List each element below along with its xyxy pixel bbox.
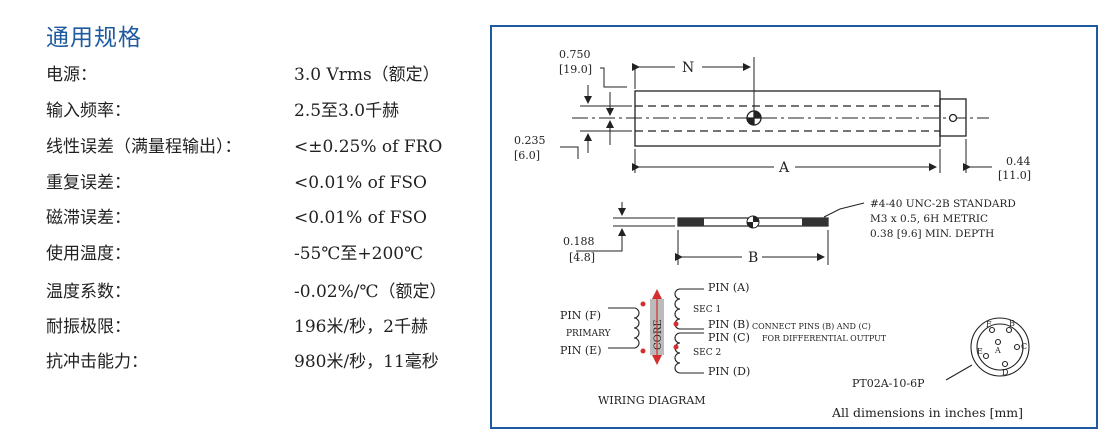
spec-label: 温度系数： (46, 282, 131, 302)
page-title: 通用规格 (46, 25, 142, 51)
pin-e: PIN (E) (560, 344, 601, 357)
footer-note: All dimensions in inches [mm] (831, 405, 1023, 420)
spec-value: -55℃至+200℃ (294, 244, 424, 264)
thread-spec-3: 0.38 [9.6] MIN. DEPTH (870, 228, 994, 240)
sec2-label: SEC 2 (693, 348, 721, 358)
spec-value: <0.01% of FSO (294, 208, 427, 228)
spec-value: <±0.25% of FRO (294, 137, 443, 157)
spec-label: 磁滞误差： (46, 208, 131, 228)
spec-label: 重复误差： (46, 173, 131, 193)
connect-note-2: FOR DIFFERENTIAL OUTPUT (762, 334, 887, 343)
spec-label: 电源： (46, 65, 97, 85)
core-rod (677, 215, 829, 229)
dimension-drawing-panel: 0.750 [19.0] N 0.235 [6.0] A 0.44 [11.0] (490, 25, 1098, 429)
spec-value: 196米/秒，2千赫 (294, 317, 428, 337)
wiring-diagram-label: WIRING DIAGRAM (598, 394, 706, 407)
pin-f: PIN (F) (560, 309, 601, 322)
connect-note-1: CONNECT PINS (B) AND (C) (752, 322, 871, 331)
spec-label: 输入频率： (46, 101, 131, 121)
spec-value: -0.02%/℃（额定） (294, 282, 447, 302)
pin-b: PIN (B) (708, 318, 750, 331)
dim-044-mm: [11.0] (998, 169, 1031, 182)
pin-c: PIN (C) (708, 331, 750, 344)
thread-spec-2: M3 x 0.5, 6H METRIC (870, 213, 988, 225)
dim-0188-mm: [4.8] (569, 251, 595, 264)
connector-pin-c: C (1021, 342, 1027, 351)
dim-0750: 0.750 (559, 48, 591, 61)
transducer-body (572, 90, 989, 147)
dim-0235-mm: [6.0] (514, 149, 540, 162)
spec-value: 2.5至3.0千赫 (294, 101, 400, 121)
connector-pin-a: A (994, 346, 1001, 355)
pin-d: PIN (D) (708, 365, 750, 378)
sec1-label: SEC 1 (693, 305, 721, 315)
primary-label: PRIMARY (566, 329, 612, 339)
core-label: CORE (653, 319, 664, 350)
dim-044: 0.44 (1006, 155, 1031, 168)
dim-a: A (778, 160, 790, 176)
pin-a: PIN (A) (708, 281, 749, 294)
spec-label: 线性误差（满量程输出）： (46, 137, 242, 157)
dim-0235: 0.235 (514, 134, 546, 147)
connector-face (945, 317, 1030, 381)
dim-n: N (682, 60, 694, 76)
spec-value: 3.0 Vrms（额定） (294, 65, 440, 85)
spec-value: <0.01% of FSO (294, 173, 427, 193)
dimension-drawing: 0.750 [19.0] N 0.235 [6.0] A 0.44 [11.0] (514, 48, 1031, 420)
wiring-diagram (608, 288, 704, 374)
connector-pin-d: D (1002, 368, 1008, 377)
connector-pin-f: F (986, 320, 992, 329)
spec-label: 耐振极限： (46, 317, 131, 337)
connector-pin-b: B (1009, 319, 1015, 328)
connector-label: PT02A-10-6P (852, 377, 925, 390)
dim-0750-mm: [19.0] (559, 63, 592, 76)
dim-b: B (748, 250, 758, 266)
dim-0188: 0.188 (563, 235, 595, 248)
spec-value: 980米/秒，11毫秒 (294, 352, 439, 372)
polarity-markers (640, 289, 679, 365)
connector-pin-e: E (977, 347, 983, 356)
spec-label: 使用温度： (46, 244, 131, 264)
thread-spec-1: #4-40 UNC-2B STANDARD (870, 198, 1016, 210)
spec-label: 抗冲击能力： (46, 352, 148, 372)
